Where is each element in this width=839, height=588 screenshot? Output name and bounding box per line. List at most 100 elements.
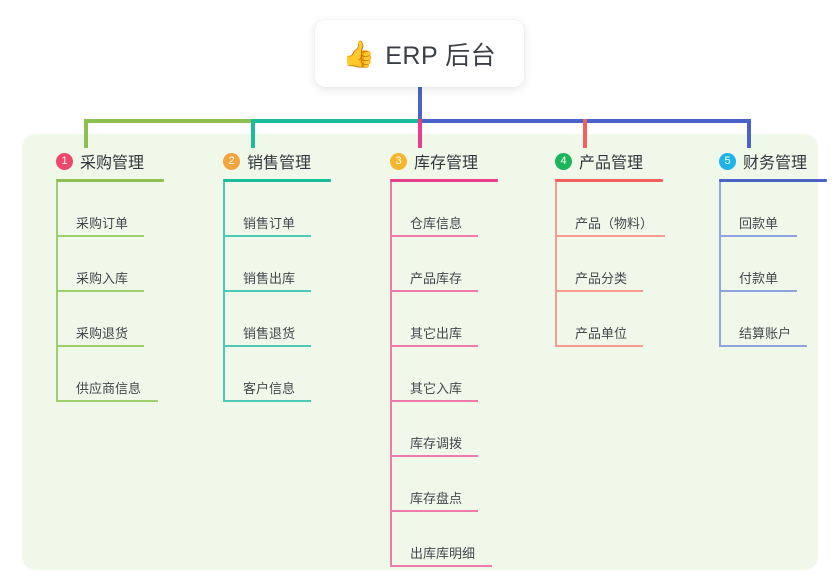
leaf-rule [56,290,144,292]
leaf-label: 客户信息 [243,381,296,396]
leaf-item[interactable]: 付款单 [719,237,839,292]
leaf-rule [555,290,643,292]
leaf-spine-sales [223,182,225,402]
leaf-item[interactable]: 采购订单 [56,182,188,237]
leaf-label: 采购退货 [76,326,129,341]
column-header-finance[interactable]: 5 财务管理 [701,148,839,174]
leaf-rule [390,455,478,457]
leaf-item[interactable]: 库存盘点 [390,457,522,512]
column-badge-4: 4 [555,152,572,170]
root-node-card[interactable]: 👍 ERP 后台 [315,20,524,87]
leaf-item[interactable]: 销售出库 [223,237,355,292]
leaf-rule [390,510,478,512]
leaf-label: 销售订单 [243,216,296,231]
leaf-item[interactable]: 回款单 [719,182,839,237]
column-finance: 5 财务管理 回款单 付款单 结算账户 [701,148,839,347]
leaf-spine-finance [719,182,721,347]
column-rule-inventory [390,179,498,182]
leaf-label: 回款单 [739,216,779,231]
column-title-inventory: 库存管理 [414,155,479,172]
leaf-list-purchase: 采购订单 采购入库 采购退货 供应商信息 [56,182,188,402]
leaf-label: 仓库信息 [410,216,463,231]
column-rule-finance [719,179,827,182]
leaf-list-product: 产品（物料） 产品分类 产品单位 [555,182,697,347]
column-badge-1: 1 [56,152,73,170]
leaf-label: 销售出库 [243,271,296,286]
leaf-item[interactable]: 出库库明细 [390,512,522,567]
leaf-label: 采购订单 [76,216,129,231]
column-purchase: 1 采购管理 采购订单 采购入库 采购退货 供应商信息 [38,148,188,402]
column-inventory: 3 库存管理 仓库信息 产品库存 其它出库 其它入库 库存调拨 [372,148,522,567]
root-node-title: ERP 后台 [385,41,497,70]
column-rule-sales [223,179,331,182]
leaf-spine-purchase [56,182,58,402]
leaf-rule [719,235,797,237]
leaf-label: 供应商信息 [76,381,142,396]
column-badge-2: 2 [223,152,240,170]
leaf-list-finance: 回款单 付款单 结算账户 [719,182,839,347]
leaf-rule [223,290,311,292]
leaf-label: 产品库存 [410,271,463,286]
leaf-item[interactable]: 销售订单 [223,182,355,237]
leaf-label: 付款单 [739,271,779,286]
leaf-label: 采购入库 [76,271,129,286]
diagram-panel [22,134,818,570]
column-title-sales: 销售管理 [247,155,312,172]
leaf-item[interactable]: 产品库存 [390,237,522,292]
leaf-item[interactable]: 其它出库 [390,292,522,347]
thumbs-up-icon: 👍 [342,38,376,69]
leaf-item[interactable]: 供应商信息 [56,347,188,402]
leaf-label: 库存盘点 [410,491,463,506]
leaf-rule [56,345,144,347]
leaf-rule [223,400,311,402]
leaf-label: 出库库明细 [410,546,476,561]
leaf-label: 其它入库 [410,381,463,396]
leaf-spine-inventory [390,182,392,567]
leaf-list-sales: 销售订单 销售出库 销售退货 客户信息 [223,182,355,402]
leaf-rule [719,345,807,347]
leaf-rule [555,235,665,237]
leaf-label: 其它出库 [410,326,463,341]
leaf-rule [719,290,797,292]
leaf-rule [390,345,478,347]
leaf-item[interactable]: 产品（物料） [555,182,697,237]
leaf-item[interactable]: 产品单位 [555,292,697,347]
leaf-rule [223,235,311,237]
column-badge-3: 3 [390,152,407,170]
column-badge-5: 5 [719,152,736,170]
leaf-label: 库存调拨 [410,436,463,451]
leaf-item[interactable]: 其它入库 [390,347,522,402]
column-header-purchase[interactable]: 1 采购管理 [38,148,188,174]
column-rule-purchase [56,179,164,182]
leaf-item[interactable]: 产品分类 [555,237,697,292]
column-header-product[interactable]: 4 产品管理 [537,148,697,174]
leaf-rule [56,235,144,237]
column-title-finance: 财务管理 [743,155,808,172]
leaf-spine-product [555,182,557,347]
leaf-item[interactable]: 客户信息 [223,347,355,402]
leaf-label: 产品分类 [575,271,628,286]
leaf-item[interactable]: 采购退货 [56,292,188,347]
column-title-product: 产品管理 [579,155,644,172]
leaf-rule [56,400,158,402]
leaf-label: 销售退货 [243,326,296,341]
leaf-item[interactable]: 仓库信息 [390,182,522,237]
column-sales: 2 销售管理 销售订单 销售出库 销售退货 客户信息 [205,148,355,402]
column-product: 4 产品管理 产品（物料） 产品分类 产品单位 [537,148,697,347]
leaf-rule [390,235,478,237]
leaf-item[interactable]: 库存调拨 [390,402,522,457]
leaf-label: 产品（物料） [575,216,654,231]
leaf-item[interactable]: 采购入库 [56,237,188,292]
leaf-rule [390,290,478,292]
column-header-inventory[interactable]: 3 库存管理 [372,148,522,174]
column-rule-product [555,179,663,182]
column-title-purchase: 采购管理 [80,155,145,172]
column-header-sales[interactable]: 2 销售管理 [205,148,355,174]
leaf-rule [555,345,643,347]
leaf-item[interactable]: 销售退货 [223,292,355,347]
leaf-label: 产品单位 [575,326,628,341]
leaf-item[interactable]: 结算账户 [719,292,839,347]
leaf-label: 结算账户 [739,326,792,341]
leaf-rule [390,565,492,567]
